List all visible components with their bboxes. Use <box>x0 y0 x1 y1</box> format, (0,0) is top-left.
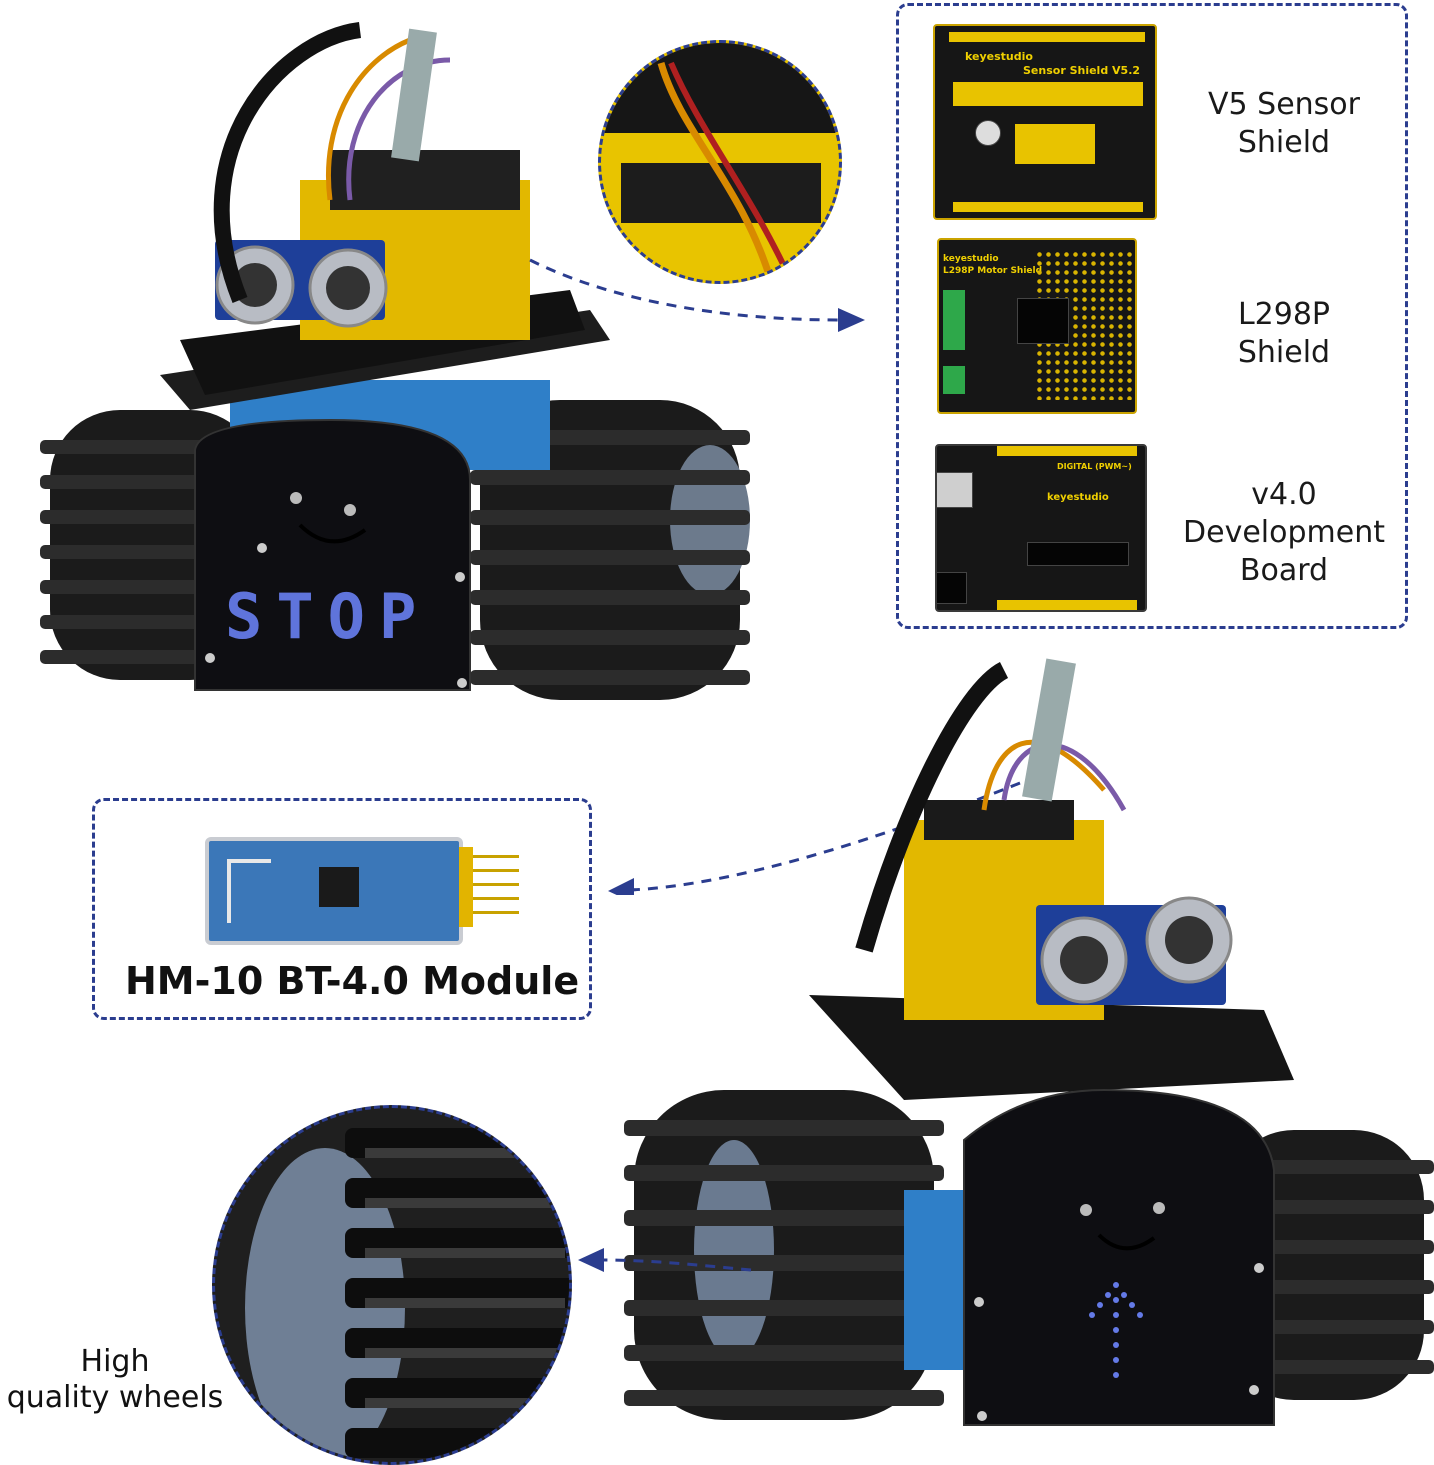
detail-callout-top <box>598 40 842 284</box>
pcb-title: DIGITAL (PWM~) <box>1057 462 1132 471</box>
development-board: DIGITAL (PWM~) keyestudio <box>935 444 1147 612</box>
led-matrix-text: STOP <box>225 580 430 653</box>
pcb-brand: keyestudio <box>965 50 1033 63</box>
sensor-shield-label: V5 Sensor Shield <box>1208 87 1360 160</box>
smiley-face-icon <box>290 492 367 544</box>
right-track <box>470 400 750 700</box>
led-matrix-arrow <box>1089 1282 1143 1378</box>
left-track <box>624 1090 944 1420</box>
front-plate <box>194 418 471 691</box>
module-title: HM-10 BT-4.0 Module <box>125 959 580 1003</box>
front-plate <box>963 1088 1275 1426</box>
pointer-arrow-icon <box>529 258 865 332</box>
pointer-arrow-icon <box>578 1248 752 1272</box>
sensor-shield-board: keyestudio Sensor Shield V5.2 <box>933 24 1157 220</box>
l298p-shield-board: keyestudio L298P Motor Shield <box>937 238 1137 414</box>
pcb-title: Sensor Shield V5.2 <box>1023 64 1141 77</box>
pcb-brand: keyestudio <box>943 254 999 264</box>
smiley-face-icon <box>1080 1202 1165 1251</box>
pcb-brand: keyestudio <box>1047 492 1109 503</box>
ultrasonic-sensor <box>1036 896 1233 1005</box>
boards-panel: keyestudio Sensor Shield V5.2 V5 Sensor … <box>896 3 1408 629</box>
robot-tank-bottom <box>624 658 1434 1426</box>
wheels-caption: High quality wheels <box>6 1344 224 1415</box>
bluetooth-module-box: HM-10 BT-4.0 Module <box>92 798 592 1020</box>
wheel-detail-callout <box>212 1105 572 1465</box>
pcb-title: L298P Motor Shield <box>943 266 1043 276</box>
robot-tank-top: STOP <box>40 22 750 700</box>
development-board-label: v4.0 Development Board <box>1183 477 1385 588</box>
hm10-module-image <box>205 837 519 945</box>
l298p-shield-label: L298P Shield <box>1237 297 1331 370</box>
